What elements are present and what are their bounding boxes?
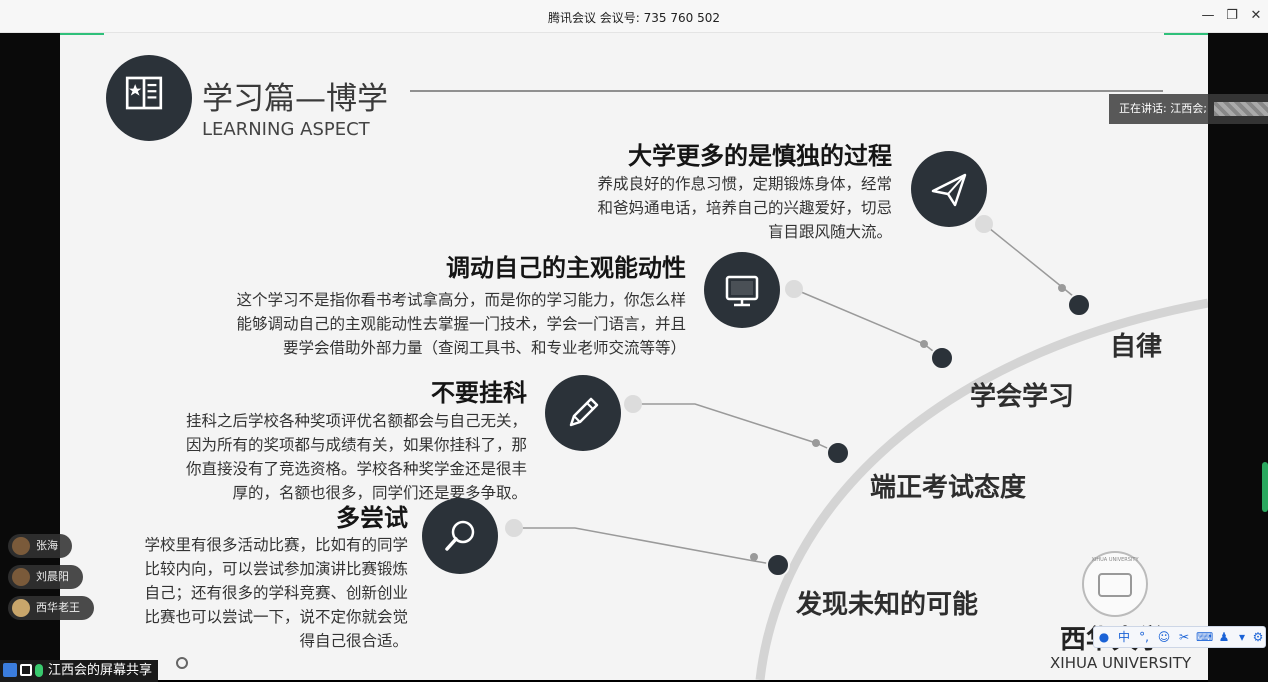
ime-tools-icon[interactable]: ✂ [1178, 630, 1190, 644]
item-heading: 调动自己的主观能动性 [446, 254, 686, 282]
corner-accent [60, 33, 104, 35]
monitor-icon [704, 252, 780, 328]
user-icon [3, 663, 17, 677]
magnifier-icon [422, 498, 498, 574]
item-heading: 不要挂科 [431, 379, 527, 407]
side-panel-handle[interactable] [1262, 462, 1268, 512]
ime-punctuation-icon[interactable]: °, [1139, 630, 1149, 644]
ime-chinese-mode-icon[interactable]: 中 [1117, 630, 1130, 644]
title-bar: 腾讯会议 会议号: 735 760 502 — ❐ ✕ [0, 0, 1268, 33]
book-icon [106, 55, 192, 141]
arc-label: 学会学习 [970, 382, 1075, 412]
corner-accent [1164, 33, 1208, 35]
ime-emoji-icon[interactable]: ☺ [1157, 630, 1171, 644]
microphone-icon [35, 664, 43, 677]
window-title: 腾讯会议 会议号: 735 760 502 [547, 11, 720, 25]
screen-icon [20, 664, 32, 676]
record-icon[interactable] [176, 657, 188, 669]
ime-toolbar: ● 中 °, ☺ ✂ ⌨ ♟ ▾ ⚙ [1093, 626, 1266, 648]
logo-english: XIHUA UNIVERSITY [1050, 654, 1192, 672]
ime-keyboard-icon[interactable]: ⌨ [1196, 630, 1214, 644]
close-icon[interactable]: ✕ [1250, 8, 1262, 23]
participant-tile[interactable]: 张海 [8, 534, 72, 558]
ime-logo-icon[interactable]: ● [1098, 630, 1110, 644]
minimize-icon[interactable]: — [1201, 8, 1215, 23]
participant-tile[interactable]: 西华老王 [8, 596, 94, 620]
item-heading: 多尝试 [336, 504, 408, 532]
arc-label: 自律 [1110, 332, 1163, 362]
item-heading: 大学更多的是慎独的过程 [628, 142, 892, 170]
slide-title: 学习篇—博学 [202, 81, 388, 117]
pencil-icon [545, 375, 621, 451]
screen-share-label[interactable]: 江西会的屏幕共享 [0, 660, 159, 682]
diagram-lines [410, 90, 1208, 680]
shared-slide: 学习篇—博学 LEARNING ASPECT 大学更多的是慎独的过程 养成良好的… [60, 33, 1208, 680]
speaking-indicator: 正在讲话: 江西会; [1109, 94, 1268, 124]
arc-label: 发现未知的可能 [796, 590, 979, 620]
participant-tile[interactable]: 刘晨阳 [8, 565, 83, 589]
item-body: 这个学习不是指你看书考试拿高分，而是你的学习能力，你怎么样 能够调动自己的主观能… [236, 291, 686, 357]
item-body: 挂科之后学校各种奖项评优名额都会与自己无关， 因为所有的奖项都与成绩有关，如果你… [185, 412, 527, 502]
ime-settings-icon[interactable]: ⚙ [1252, 630, 1264, 644]
restore-icon[interactable]: ❐ [1226, 8, 1238, 23]
ime-skin-icon[interactable]: ▾ [1238, 630, 1246, 644]
right-black-bar [1208, 33, 1268, 682]
speaker-name-mosaic [1214, 102, 1268, 116]
ime-user-icon[interactable]: ♟ [1218, 630, 1230, 644]
avatar [12, 568, 30, 586]
item-body: 养成良好的作息习惯，定期锻炼身体，经常 和爸妈通电话，培养自己的兴趣爱好，切忌 … [597, 175, 892, 241]
slide-subtitle: LEARNING ASPECT [202, 119, 370, 140]
thumbs-up-icon [12, 599, 30, 617]
arc-label: 端正考试态度 [870, 473, 1027, 503]
university-seal: XIHUA UNIVERSITY [1082, 551, 1148, 617]
item-body: 学校里有很多活动比赛，比如有的同学 比较内向，可以尝试参加演讲比赛锻炼 自己；还… [144, 536, 408, 650]
paper-plane-icon [911, 151, 987, 227]
avatar [12, 537, 30, 555]
